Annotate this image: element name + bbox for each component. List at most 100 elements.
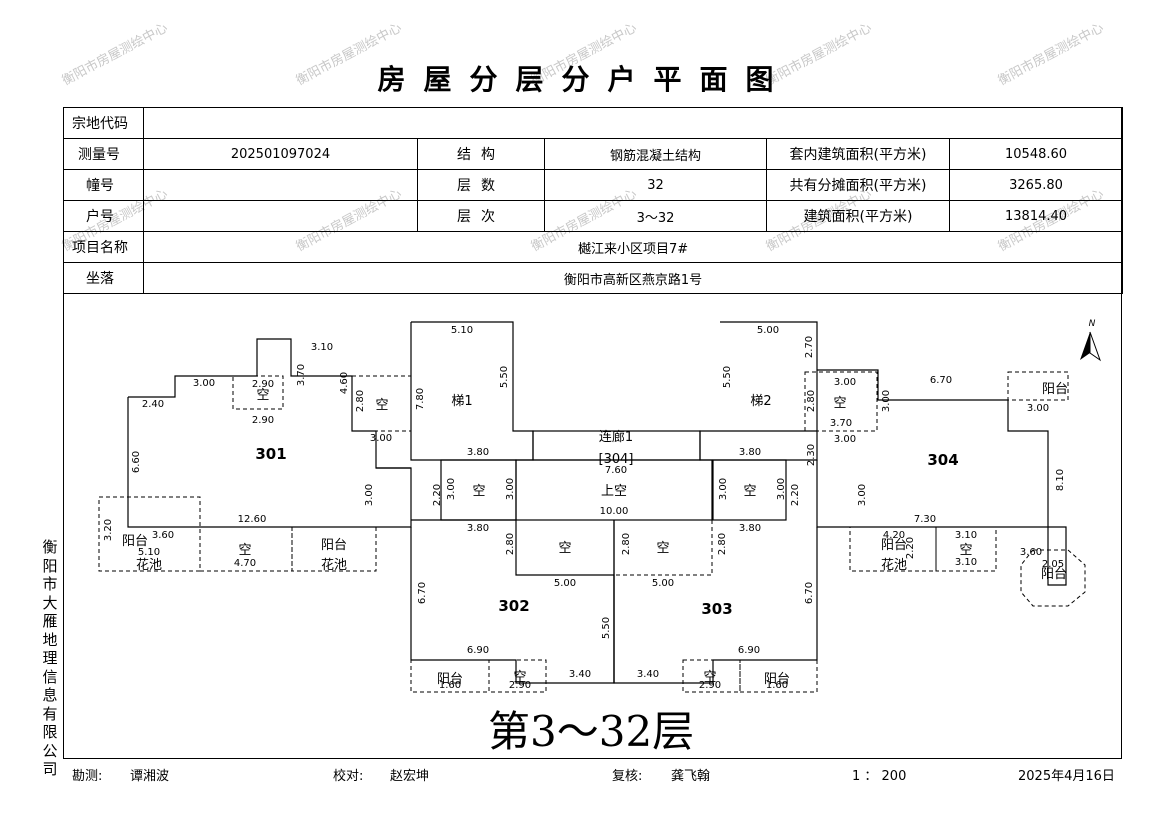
floors-label: 层数	[417, 169, 545, 201]
drawing-frame	[63, 107, 1122, 759]
dim-label: 2.20	[905, 537, 916, 559]
dim-label: 5.00	[554, 578, 576, 589]
dim-label: 3.60	[1020, 547, 1042, 558]
dim-label: 5.50	[601, 617, 612, 639]
balcony-304-top	[1007, 371, 1069, 401]
void-301-top	[232, 375, 284, 410]
room-label: 空	[513, 670, 526, 685]
unit-no-label: 户号	[63, 200, 144, 232]
footer-checker: 赵宏坤	[390, 769, 430, 784]
void-left-small	[440, 459, 517, 521]
company-vertical-label: 衡阳市 大雁地 理信息 有限公 司	[42, 538, 58, 778]
dim-label: 6.90	[738, 645, 760, 656]
balcony-303	[739, 659, 818, 693]
dim-label: 2.80	[355, 390, 366, 412]
dim-label: 3.80	[467, 447, 489, 458]
room-label: 连廊1	[599, 429, 633, 445]
floor-label: 第3～32层	[488, 707, 695, 756]
dim-label: 6.60	[131, 451, 142, 473]
dim-label: 3.00	[370, 433, 392, 444]
footer-scale: 1 ： 200	[852, 769, 907, 784]
footer-reviewer: 龚飞翰	[671, 769, 711, 784]
stair-2-outline	[699, 321, 818, 461]
footer-reviewer-label: 复核:	[612, 769, 643, 784]
room-label: 上空	[601, 484, 627, 499]
room-label: 空	[833, 396, 846, 411]
project-value: 樾江来小区项目7#	[142, 231, 1124, 263]
room-label: 空	[703, 670, 716, 685]
dim-label: 3.10	[955, 557, 977, 568]
zongdi-label: 宗地代码	[63, 107, 144, 139]
void-302	[515, 519, 615, 576]
room-label: 空	[375, 398, 388, 413]
room-label: 花池	[136, 557, 162, 573]
survey-no-value: 202501097024	[143, 138, 418, 170]
dim-label: 5.50	[722, 366, 733, 388]
unit-304-outline	[816, 369, 1067, 586]
floor-plan: 301 302 303 304 空 空 梯1 梯2 连廊1 [304] 上空 空…	[98, 319, 1101, 693]
room-label: 阳台	[764, 672, 790, 687]
dim-label: 3.00	[505, 478, 516, 500]
dim-label: 2.80	[717, 533, 728, 555]
dim-label: 3.20	[103, 519, 114, 541]
dim-label: 2.90	[509, 680, 531, 691]
room-label: 梯2	[750, 394, 771, 409]
dim-label: 4.20	[883, 530, 905, 541]
dim-label: 5.10	[451, 325, 473, 336]
dim-label: 7.80	[415, 388, 426, 410]
dim-label: 3.00	[193, 378, 215, 389]
dim-label: 2.80	[505, 533, 516, 555]
footer-surveyor-label: 勘测:	[72, 769, 103, 784]
void-304-top	[804, 371, 878, 432]
dim-label: 10.00	[600, 506, 629, 517]
dim-label: 7.30	[914, 514, 936, 525]
unit-label-303: 303	[701, 600, 732, 618]
balcony-304-round	[1020, 549, 1086, 607]
footer-surveyor: 谭湘波	[130, 769, 170, 784]
shared-area-value: 3265.80	[948, 169, 1124, 201]
dim-label: 3.00	[776, 478, 787, 500]
dim-label: 2.90	[252, 415, 274, 426]
dim-label: 1.60	[766, 680, 788, 691]
unit-label-301: 301	[255, 445, 286, 463]
room-label: 阳台	[122, 534, 148, 549]
zongdi-value	[142, 107, 1124, 139]
dim-label: 4.70	[234, 558, 256, 569]
dim-label: 3.80	[739, 523, 761, 534]
room-label: 空	[238, 543, 251, 558]
room-label: 空	[959, 543, 972, 558]
dim-label: 2.80	[806, 390, 817, 412]
room-label: 阳台	[1042, 382, 1068, 397]
void-right-small	[712, 459, 787, 521]
room-label: 空	[743, 484, 756, 499]
shared-area-label: 共有分摊面积(平方米)	[766, 169, 950, 201]
balcony-301-right	[291, 526, 377, 572]
dim-label: 6.70	[930, 375, 952, 386]
dim-label: 3.70	[830, 418, 852, 429]
total-area-value: 13814.40	[948, 200, 1124, 232]
dim-label: 3.00	[1027, 403, 1049, 414]
dim-label: 3.00	[364, 484, 375, 506]
north-arrow-icon: N	[1080, 319, 1101, 362]
dim-label: 3.80	[467, 523, 489, 534]
dim-label: 2.30	[806, 444, 817, 466]
location-value: 衡阳市高新区燕京路1号	[142, 262, 1124, 294]
dim-label: 7.60	[605, 465, 627, 476]
room-label: 阳台	[881, 538, 907, 553]
dim-label: 3.00	[881, 390, 892, 412]
room-label: 阳台	[1041, 567, 1067, 582]
floors-value: 32	[544, 169, 767, 201]
room-label: 梯1	[451, 394, 472, 409]
dim-label: 2.05	[1042, 559, 1064, 570]
footer-checker-label: 校对:	[333, 769, 364, 784]
dim-label: 2.20	[432, 484, 443, 506]
dim-label: 2.90	[699, 680, 721, 691]
dim-label: 2.90	[252, 379, 274, 390]
dim-label: 2.80	[621, 533, 632, 555]
room-label: 空	[472, 484, 485, 499]
unit-label-302: 302	[498, 597, 529, 615]
dim-label: 5.00	[757, 325, 779, 336]
dim-label: 3.00	[857, 484, 868, 506]
svg-text:N: N	[1089, 319, 1096, 329]
dim-label: 6.90	[467, 645, 489, 656]
